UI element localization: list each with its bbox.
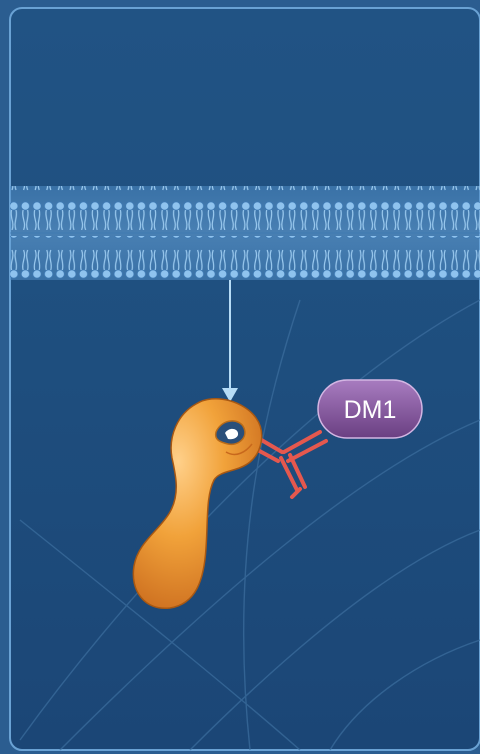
payload-label: DM1: [344, 396, 397, 424]
cell-membrane: [10, 186, 480, 280]
payload-badge: DM1: [318, 380, 422, 438]
panel-frame: [10, 8, 480, 750]
